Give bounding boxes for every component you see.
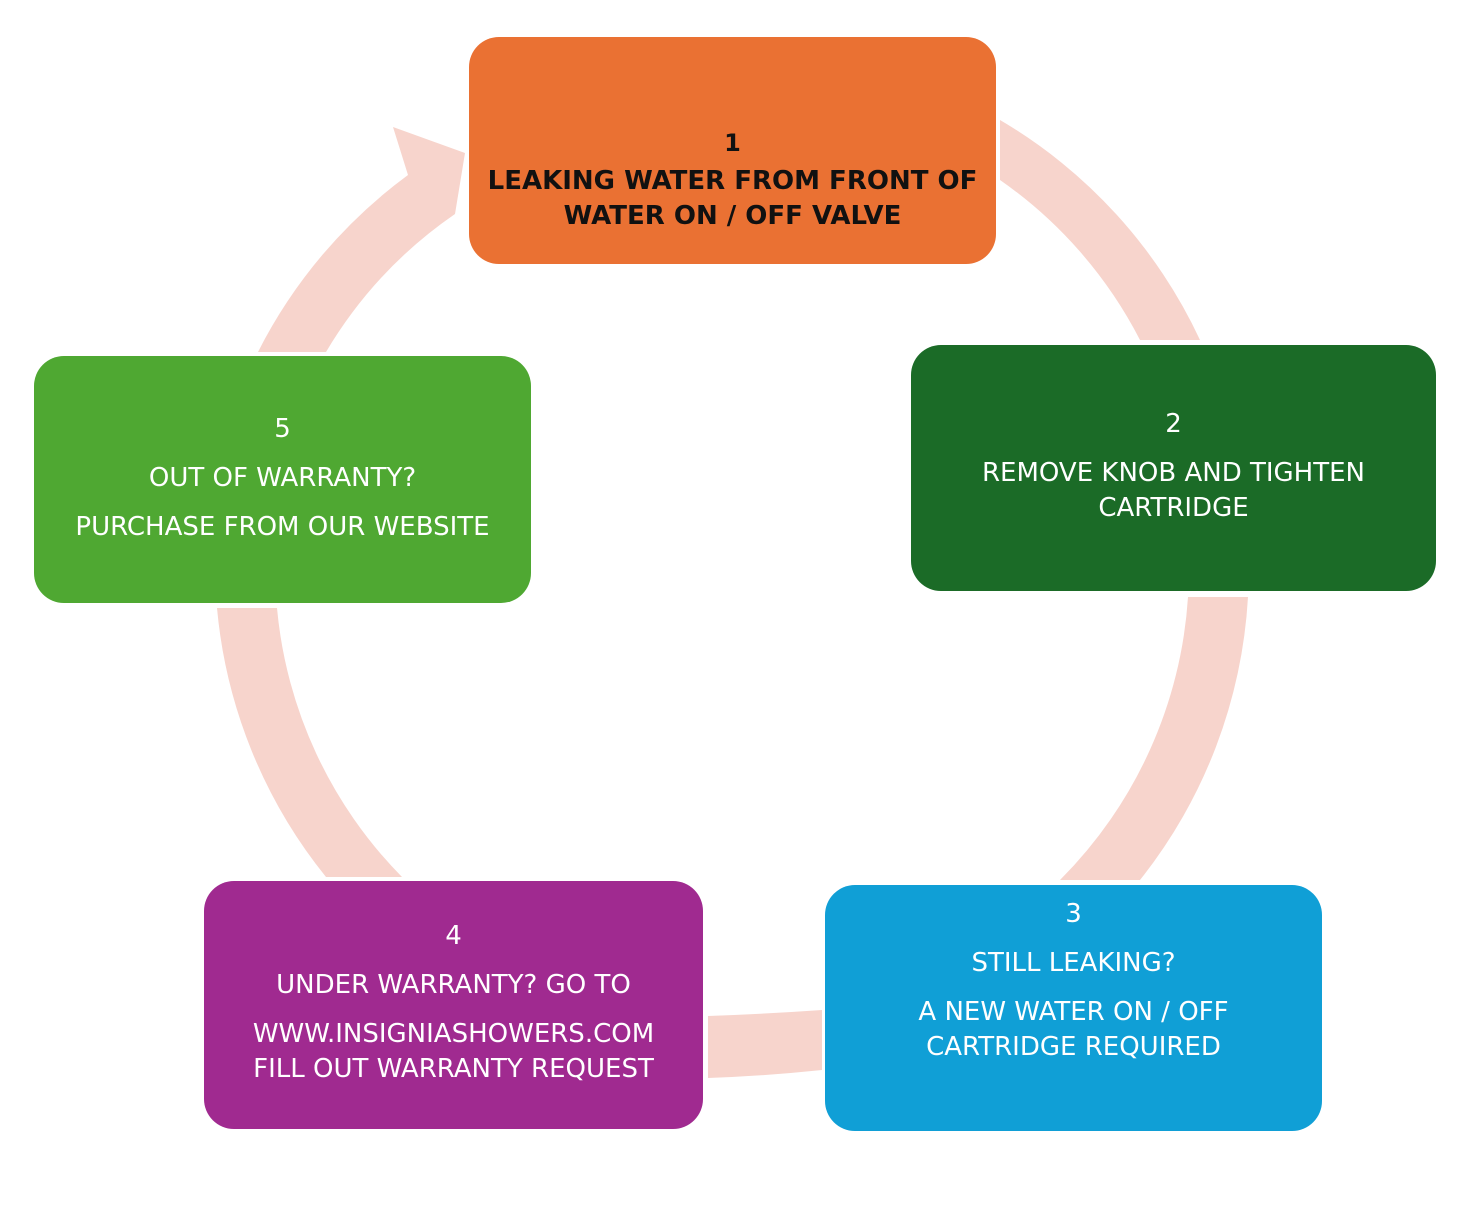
step-1-text: LEAKING WATER FROM FRONT OF WATER ON / O… xyxy=(487,166,978,231)
connector-arc-1-2 xyxy=(1000,120,1200,340)
step-5-box: 5 OUT OF WARRANTY? PURCHASE FROM OUR WEB… xyxy=(34,356,531,603)
step-5-number: 5 xyxy=(274,414,291,444)
connector-arc-3-4 xyxy=(708,1010,822,1078)
step-4-website: WWW.INSIGNIASHOWERS.COM xyxy=(252,1019,655,1049)
step-3-text-line-2: CARTRIDGE REQUIRED xyxy=(926,1032,1221,1062)
connector-arc-2-3 xyxy=(1060,597,1248,880)
step-4-box: 4 UNDER WARRANTY? GO TO WWW.INSIGNIASHOW… xyxy=(204,881,703,1129)
step-1-number: 1 xyxy=(724,129,741,157)
step-3-number: 3 xyxy=(1065,899,1082,929)
connector-arrow-5-1 xyxy=(258,127,465,352)
step-1-box: 1 LEAKING WATER FROM FRONT OF WATER ON /… xyxy=(469,37,996,264)
step-5-text: PURCHASE FROM OUR WEBSITE xyxy=(75,512,490,542)
step-5-question: OUT OF WARRANTY? xyxy=(148,463,417,493)
step-3-text-line-1: A NEW WATER ON / OFF xyxy=(918,997,1229,1027)
step-2-text: REMOVE KNOB AND TIGHTEN CARTRIDGE xyxy=(981,458,1365,523)
step-2-number: 2 xyxy=(1165,409,1182,439)
step-2-box: 2 REMOVE KNOB AND TIGHTEN CARTRIDGE xyxy=(911,345,1436,591)
connector-arc-4-5 xyxy=(217,608,402,877)
step-3-box: 3 STILL LEAKING? A NEW WATER ON / OFF CA… xyxy=(825,885,1322,1131)
step-3-question: STILL LEAKING? xyxy=(971,948,1176,978)
step-4-number: 4 xyxy=(445,921,462,951)
step-4-question: UNDER WARRANTY? GO TO xyxy=(276,970,631,1000)
step-4-instruction: FILL OUT WARRANTY REQUEST xyxy=(253,1054,654,1084)
